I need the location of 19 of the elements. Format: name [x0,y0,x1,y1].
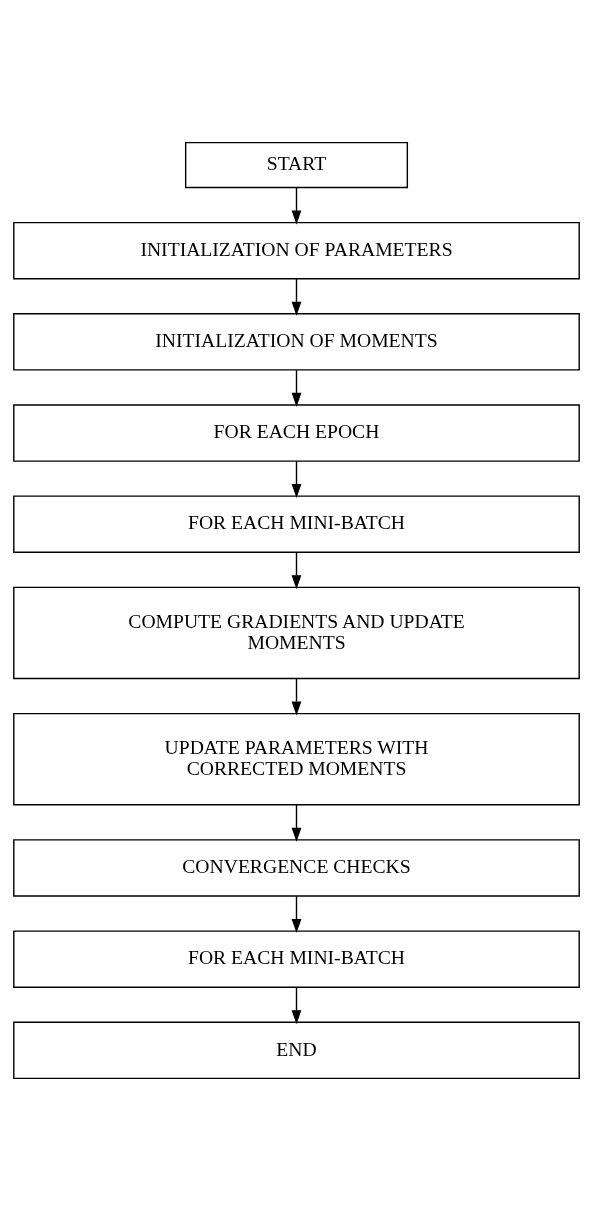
node-box: FOR EACH EPOCH [13,403,580,462]
node-box: FOR EACH MINI-BATCH [13,494,580,553]
node-box: INITIALIZATION OF MOMENTS [13,312,580,371]
node-box: UPDATE PARAMETERS WITH CORRECTED MOMENTS [13,712,580,805]
arrow [291,186,302,224]
arrow [291,369,302,407]
arrow [291,986,302,1024]
node-box: INITIALIZATION OF PARAMETERS [13,221,580,279]
node-box: COMPUTE GRADIENTS AND UPDATE MOMENTS [13,586,580,679]
arrow [291,895,302,933]
node-box: CONVERGENCE CHECKS [13,838,580,897]
arrow [291,803,302,842]
arrow [291,277,302,316]
node-box: FOR EACH MINI-BATCH [13,929,580,988]
node-box: END [13,1021,580,1079]
arrow [291,551,302,589]
node-box: START [184,141,409,188]
arrow [291,677,302,715]
arrow [291,460,302,498]
